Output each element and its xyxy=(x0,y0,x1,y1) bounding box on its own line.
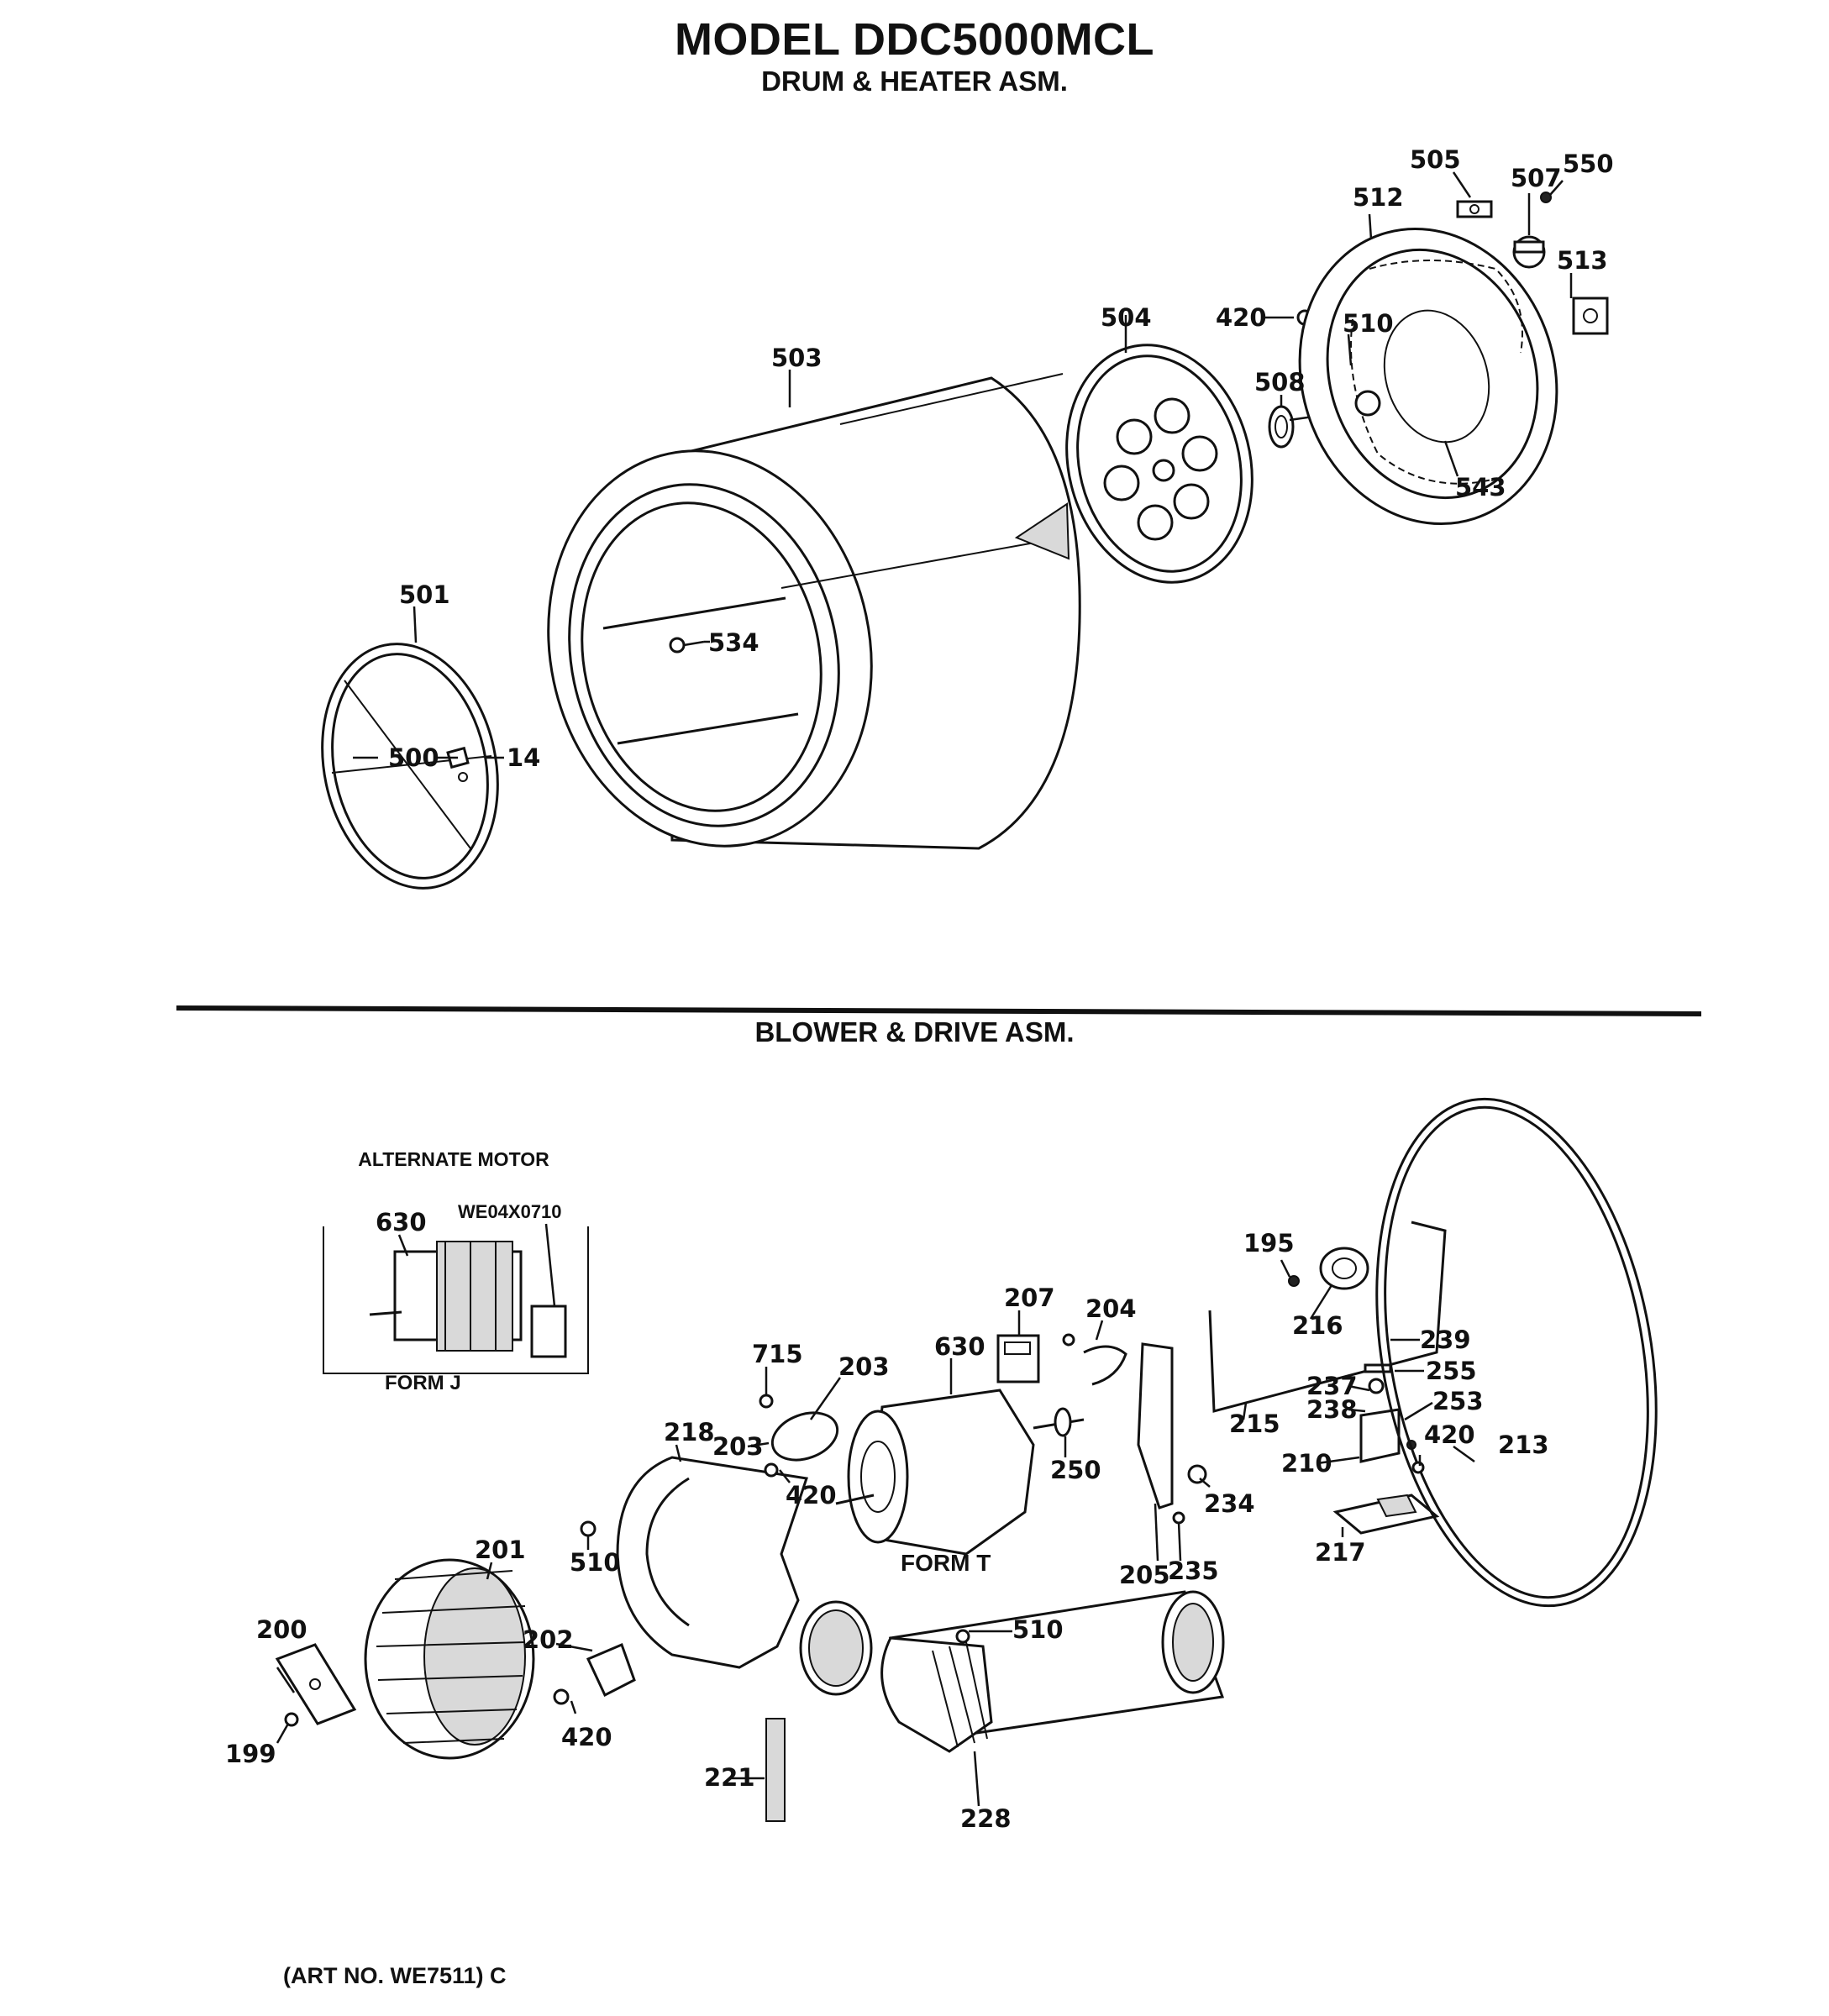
idler-bracket-210 xyxy=(1359,1363,1416,1463)
callout-213: 213 xyxy=(1498,1431,1549,1459)
callout-534: 534 xyxy=(708,628,759,657)
callout-420-d: 420 xyxy=(561,1723,612,1751)
callout-543: 543 xyxy=(1455,473,1506,501)
callout-420-b: 420 xyxy=(1424,1420,1475,1449)
drum-rear-head xyxy=(1065,344,1253,584)
idler-base-217 xyxy=(1332,1494,1440,1535)
felt-strip-221 xyxy=(765,1718,786,1822)
callout-228: 228 xyxy=(960,1804,1012,1833)
idler-arm-215 xyxy=(1208,1221,1447,1413)
callout-420-a: 420 xyxy=(1216,303,1267,332)
callout-217: 217 xyxy=(1315,1538,1366,1567)
callout-239: 239 xyxy=(1420,1326,1471,1354)
bracket-200 xyxy=(275,1643,357,1727)
callout-218: 218 xyxy=(664,1418,715,1446)
drum xyxy=(547,373,1081,850)
callout-216: 216 xyxy=(1292,1311,1343,1340)
callout-215: 215 xyxy=(1229,1410,1280,1438)
callout-numbers: 501 500 14 503 534 504 420 508 512 510 5… xyxy=(225,145,1614,1833)
heater-housing xyxy=(1298,227,1558,526)
callout-503: 503 xyxy=(771,344,823,372)
motor-clamp-203 xyxy=(759,1394,839,1478)
callout-221: 221 xyxy=(704,1763,755,1792)
exhaust-duct xyxy=(880,1590,1225,1753)
callout-203-b: 203 xyxy=(712,1432,764,1461)
callout-199: 199 xyxy=(225,1740,276,1768)
callout-420-c: 420 xyxy=(786,1481,837,1509)
blower-wheel xyxy=(364,1558,535,1760)
callout-510-a: 510 xyxy=(1343,309,1394,338)
callout-234: 234 xyxy=(1204,1489,1255,1518)
callout-leader-lines xyxy=(276,171,1573,1807)
callout-550: 550 xyxy=(1563,150,1614,178)
thermostat-505 xyxy=(1456,200,1493,218)
callout-508: 508 xyxy=(1254,368,1306,396)
callout-510-c: 510 xyxy=(1012,1615,1064,1644)
alternate-motor-part-number: WE04X0710 xyxy=(458,1201,562,1222)
callout-195: 195 xyxy=(1243,1229,1295,1257)
drive-motor xyxy=(835,1389,1085,1556)
thermostat-513 xyxy=(1572,297,1609,335)
thermostat-507 xyxy=(1512,235,1546,269)
callout-253: 253 xyxy=(1432,1387,1484,1415)
drum-front-seal-ring xyxy=(321,643,499,890)
callout-235: 235 xyxy=(1168,1557,1219,1585)
callout-504: 504 xyxy=(1101,303,1152,332)
callout-630-a: 630 xyxy=(376,1208,427,1236)
callout-501: 501 xyxy=(399,580,450,609)
callout-201: 201 xyxy=(475,1536,526,1564)
form-t-label: FORM T xyxy=(901,1550,991,1576)
idler-pulley xyxy=(1288,1247,1369,1290)
callout-237: 237 xyxy=(1306,1372,1358,1400)
alternate-motor-label: ALTERNATE MOTOR xyxy=(358,1148,549,1170)
blower-section-title: BLOWER & DRIVE ASM. xyxy=(754,1016,1075,1047)
form-j-label: FORM J xyxy=(385,1372,461,1394)
callout-510-b: 510 xyxy=(570,1548,621,1577)
callout-210: 210 xyxy=(1281,1449,1332,1478)
callout-205: 205 xyxy=(1119,1561,1170,1589)
callout-630-b: 630 xyxy=(934,1332,985,1361)
drum-section-title: DRUM & HEATER ASM. xyxy=(761,66,1068,97)
callout-715: 715 xyxy=(752,1340,803,1368)
callout-250: 250 xyxy=(1050,1456,1101,1484)
callout-238: 238 xyxy=(1306,1395,1358,1424)
callout-14: 14 xyxy=(507,743,540,772)
sensor-550 xyxy=(1540,192,1552,203)
callout-204: 204 xyxy=(1085,1294,1137,1323)
callout-203-a: 203 xyxy=(838,1352,890,1381)
alternate-motor-box xyxy=(323,1226,589,1374)
callout-207: 207 xyxy=(1004,1284,1055,1312)
callout-200: 200 xyxy=(256,1615,307,1644)
motor-mount-bracket xyxy=(1083,1342,1207,1525)
section-divider xyxy=(176,1005,1702,1016)
drive-belt xyxy=(1375,1097,1658,1608)
art-number-footer: (ART NO. WE7511) C xyxy=(283,1963,507,1988)
model-title: MODEL DDC5000MCL xyxy=(674,14,1155,65)
callout-500: 500 xyxy=(388,743,439,772)
blower-housing xyxy=(580,1456,873,1696)
callout-505: 505 xyxy=(1410,145,1461,174)
callout-512: 512 xyxy=(1353,183,1404,212)
callout-513: 513 xyxy=(1557,246,1608,275)
motor-switch-207 xyxy=(996,1333,1075,1383)
callout-202: 202 xyxy=(523,1625,574,1654)
callout-507: 507 xyxy=(1511,164,1562,192)
callout-255: 255 xyxy=(1426,1357,1477,1385)
clip-202 xyxy=(553,1642,636,1705)
